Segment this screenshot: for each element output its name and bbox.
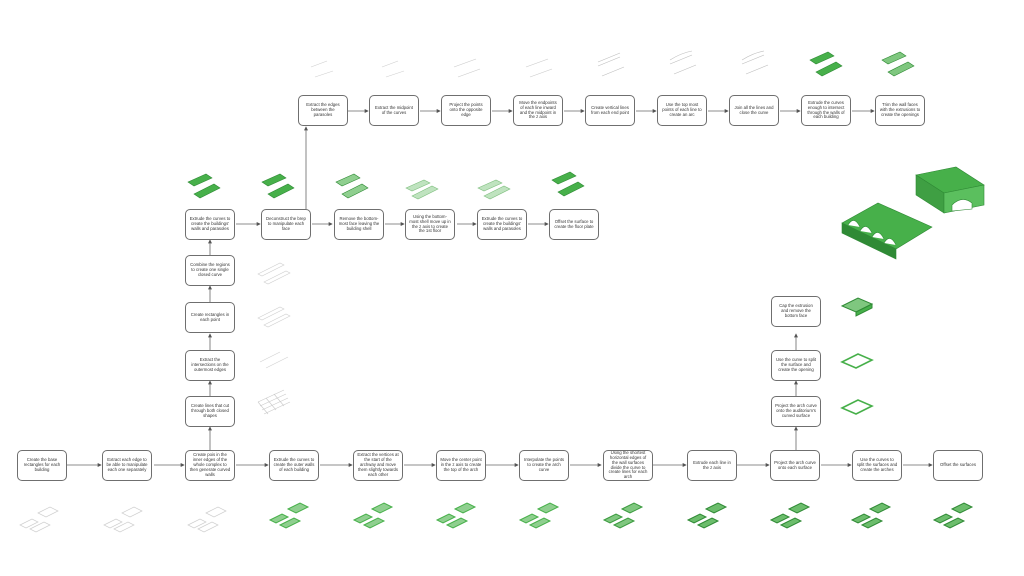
extrusion-thumbnail-icon bbox=[806, 50, 850, 80]
moved-endpoints-thumbnail-icon bbox=[518, 55, 562, 85]
building-thumbnail-icon bbox=[435, 500, 479, 530]
floor-thumbnail-icon bbox=[474, 174, 518, 204]
step-extrude-walls-parasoles-2: Extrude the curves to create the buildin… bbox=[477, 209, 527, 240]
step-project-auditorium: Project the arch curve onto the auditori… bbox=[771, 396, 821, 427]
step-split-auditorium: Use the curve to split the surface and c… bbox=[771, 350, 821, 381]
step-extrude-walls-parasoles: Extrude the curves to create the buildin… bbox=[185, 209, 235, 240]
extruded-buildings-thumbnail-icon bbox=[184, 172, 228, 202]
step-split-surfaces: Use the curves to split the surfaces and… bbox=[852, 450, 902, 481]
rectangles-thumbnail-icon bbox=[254, 300, 298, 330]
step-join-lines: Join all the lines and close the curve bbox=[729, 95, 779, 126]
building-thumbnail-icon bbox=[850, 500, 894, 530]
step-extract-intersections: Extract the intersections on the outermo… bbox=[185, 350, 235, 381]
step-offset-floor-plate: Offset the surface to create the floor p… bbox=[549, 209, 599, 240]
step-move-shell-up: Using the bottom-most shell move up in t… bbox=[405, 209, 455, 240]
midpoint-thumbnail-icon bbox=[374, 55, 418, 85]
building-thumbnail-icon bbox=[186, 503, 230, 533]
step-trim-wall-faces: Trim the wall faces with the extrusions … bbox=[875, 95, 925, 126]
building-thumbnail-icon bbox=[352, 500, 396, 530]
cut-lines-thumbnail-icon bbox=[254, 388, 298, 418]
auditorium-thumbnail-icon bbox=[836, 392, 880, 422]
step-extrude-lines: Extrude each line in the z axis bbox=[687, 450, 737, 481]
step-extrude-curves-intersect: Extrude the curves enough to intersect t… bbox=[801, 95, 851, 126]
step-extract-midpoint: Extract the midpoint of the curves bbox=[369, 95, 419, 126]
building-thumbnail-icon bbox=[18, 503, 62, 533]
vertical-lines-thumbnail-icon bbox=[590, 52, 634, 82]
step-divide-curve: Using the shortest horizontal edges of t… bbox=[603, 450, 653, 481]
step-combine-regions: Combine the regions to create one single… bbox=[185, 255, 235, 286]
step-create-arc: Use the top most points of each line to … bbox=[657, 95, 707, 126]
step-move-endpoints: Move the endpoints of each line inward a… bbox=[513, 95, 563, 126]
combined-regions-thumbnail-icon bbox=[254, 258, 298, 288]
building-thumbnail-icon bbox=[102, 503, 146, 533]
step-cap-extrusion: Cap the extrusion and remove the bottom … bbox=[771, 296, 821, 327]
building-thumbnail-icon bbox=[932, 500, 976, 530]
auditorium-thumbnail-icon bbox=[836, 292, 880, 322]
building-thumbnail-icon bbox=[518, 500, 562, 530]
building-thumbnail-icon bbox=[602, 500, 646, 530]
floor-thumbnail-icon bbox=[402, 174, 446, 204]
auditorium-render-icon bbox=[838, 165, 988, 260]
projected-points-thumbnail-icon bbox=[446, 55, 490, 85]
step-deconstruct-brep: Deconstruct the brep to manipulate each … bbox=[261, 209, 311, 240]
step-interpolate-points: Interpolate the points to create the arc… bbox=[519, 450, 569, 481]
intersection-points-thumbnail-icon bbox=[254, 344, 298, 374]
step-extract-archway-vertices: Extract the vertices at the start of the… bbox=[353, 450, 403, 481]
building-thumbnail-icon bbox=[268, 500, 312, 530]
step-project-arch-curve: Project the arch curve onto each surface bbox=[770, 450, 820, 481]
step-remove-bottom-face: Remove the bottom-most face leaving the … bbox=[334, 209, 384, 240]
step-extract-edges: Extract each edge to be able to manipula… bbox=[102, 450, 152, 481]
step-extrude-outer-walls: Extrude the curves to create the outer w… bbox=[269, 450, 319, 481]
step-move-center-point: Move the center point in the z axis to c… bbox=[436, 450, 486, 481]
auditorium-thumbnail-icon bbox=[836, 346, 880, 376]
extruded-buildings-thumbnail-icon bbox=[332, 172, 376, 202]
building-thumbnail-icon bbox=[686, 500, 730, 530]
edges-thumbnail-icon bbox=[303, 55, 347, 85]
arc-thumbnail-icon bbox=[662, 50, 706, 80]
step-create-rectangles: Create rectangles in each point bbox=[185, 302, 235, 333]
extruded-buildings-thumbnail-icon bbox=[258, 172, 302, 202]
extruded-buildings-thumbnail-icon bbox=[548, 170, 592, 200]
step-project-points: Project the points onto the opposite edg… bbox=[441, 95, 491, 126]
step-create-cut-lines: Create lines that cut through both close… bbox=[185, 396, 235, 427]
closed-curve-thumbnail-icon bbox=[734, 50, 778, 80]
step-offset-surfaces: Offset the surfaces bbox=[933, 450, 983, 481]
trimmed-walls-thumbnail-icon bbox=[878, 50, 922, 80]
step-create-points: Create pois in the inner edges of the wh… bbox=[185, 450, 235, 481]
step-extract-parasole-edges: Extract the edges between the parasoles bbox=[298, 95, 348, 126]
building-thumbnail-icon bbox=[769, 500, 813, 530]
step-create-base-rectangles: Create the base rectangles for each buil… bbox=[17, 450, 67, 481]
step-create-vertical-lines: Create vertical lines from each end poin… bbox=[585, 95, 635, 126]
